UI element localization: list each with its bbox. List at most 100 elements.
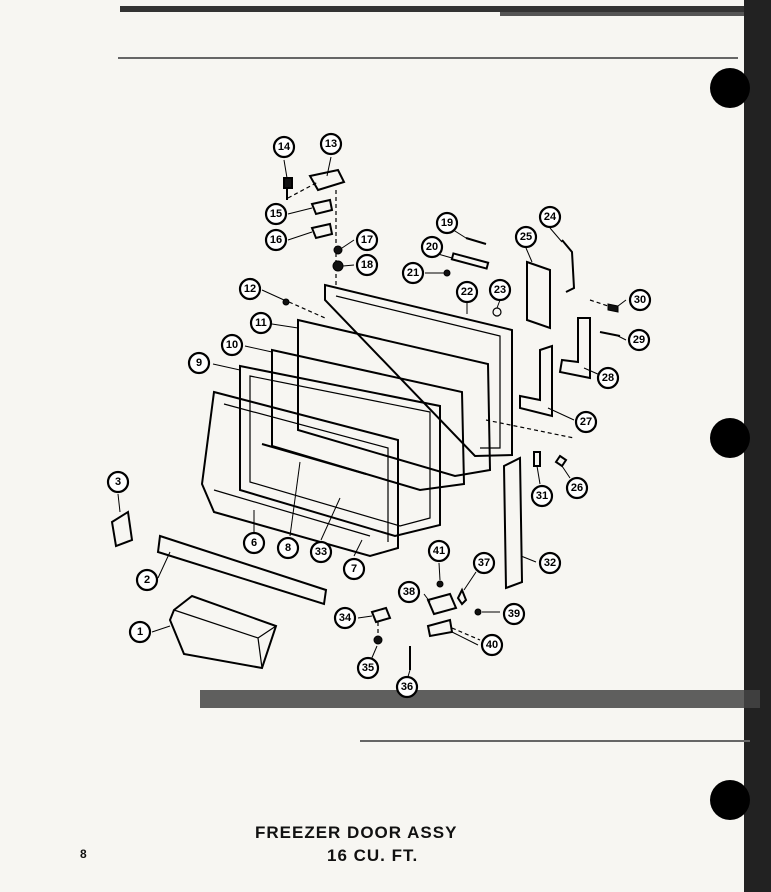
callout-circle — [596, 366, 620, 390]
callout-circle — [355, 253, 379, 277]
callout-14: 14 — [272, 135, 296, 159]
callout-number: 26 — [571, 482, 583, 494]
callout-number: 12 — [244, 283, 256, 295]
bottom-scan-band — [200, 690, 760, 708]
callout-number: 40 — [486, 639, 498, 651]
callout-circle — [514, 225, 538, 249]
callout-circle — [472, 551, 496, 575]
bushing — [333, 245, 343, 255]
callout-10: 10 — [220, 333, 244, 357]
diagram-title: FREEZER DOOR ASSY — [255, 823, 458, 842]
callout-circle — [264, 202, 288, 226]
callout-number: 33 — [315, 546, 327, 558]
callout-13: 13 — [319, 132, 343, 156]
callout-41: 41 — [427, 539, 451, 563]
callout-number: 36 — [401, 681, 413, 693]
callout-number: 25 — [520, 231, 532, 243]
callout-18: 18 — [355, 253, 379, 277]
callout-number: 23 — [494, 284, 506, 296]
callout-circle — [309, 540, 333, 564]
callout-33: 33 — [309, 540, 333, 564]
right-scan-edge — [744, 0, 771, 892]
binder-hole-top — [710, 68, 750, 108]
handle-trim — [465, 237, 487, 245]
callout-circle — [128, 620, 152, 644]
page-number: 8 — [80, 847, 87, 861]
callout-number: 27 — [580, 416, 592, 428]
hinge-spacer — [370, 606, 392, 624]
door-gasket-inner — [249, 375, 431, 527]
outer-door-right-edge — [324, 285, 513, 455]
callout-number: 30 — [634, 294, 646, 306]
callout-circle — [187, 351, 211, 375]
callout-number: 34 — [339, 612, 352, 624]
hinge-cover — [310, 222, 334, 240]
callout-number: 37 — [478, 557, 490, 569]
callout-circle — [249, 311, 273, 335]
torsion-bar — [426, 618, 454, 638]
leader-16 — [287, 231, 313, 241]
callout-circle — [272, 135, 296, 159]
callout-38: 38 — [397, 580, 421, 604]
callout-27: 27 — [574, 410, 598, 434]
callout-circle — [342, 557, 366, 581]
hinge-screw-right — [607, 303, 619, 313]
callout-28: 28 — [596, 366, 620, 390]
callout-circle — [565, 476, 589, 500]
callout-25: 25 — [514, 225, 538, 249]
callout-circle — [488, 278, 512, 302]
callout-circle — [220, 333, 244, 357]
bottom-trim — [156, 534, 328, 606]
leader-33 — [320, 497, 341, 541]
leader-8 — [289, 461, 301, 537]
callout-8: 8 — [276, 536, 300, 560]
hinge-screw-guide — [287, 181, 319, 199]
callout-circle — [538, 205, 562, 229]
door-liner-shelf — [213, 403, 389, 542]
callout-number: 9 — [196, 357, 202, 369]
callout-34: 34 — [333, 606, 357, 630]
callout-3: 3 — [106, 470, 130, 494]
callout-circle — [319, 132, 343, 156]
hinge-screw — [283, 177, 293, 200]
callout-7: 7 — [342, 557, 366, 581]
leader-28 — [583, 367, 601, 376]
leader-41 — [438, 562, 441, 581]
callout-circle — [480, 633, 504, 657]
binder-hole-middle — [710, 418, 750, 458]
binder-hole-bottom — [710, 780, 750, 820]
leader-34 — [357, 615, 373, 619]
liner-shelf-bar — [261, 443, 367, 475]
leader-18 — [342, 264, 355, 267]
callout-circle — [395, 675, 419, 699]
callout-circle — [455, 280, 479, 304]
callout-11: 11 — [249, 311, 273, 335]
callout-number: 15 — [270, 208, 282, 220]
callout-circle — [397, 580, 421, 604]
callout-19: 19 — [435, 211, 459, 235]
callout-circle — [242, 531, 266, 555]
callout-number: 14 — [278, 141, 291, 153]
washer — [554, 454, 568, 468]
outer-door-inner-edge — [335, 295, 501, 449]
leader-11 — [271, 323, 299, 329]
callout-16: 16 — [264, 228, 288, 252]
leader-2 — [157, 551, 171, 579]
callout-number: 24 — [544, 211, 557, 223]
leader-10 — [244, 345, 273, 353]
door-liner — [200, 390, 399, 558]
callout-circle — [333, 606, 357, 630]
callout-number: 6 — [251, 537, 257, 549]
leader-15 — [287, 207, 313, 215]
callout-number: 8 — [285, 542, 291, 554]
callout-number: 13 — [325, 138, 337, 150]
leader-26 — [561, 465, 571, 479]
callout-number: 41 — [433, 545, 445, 557]
hinge-bushing-lower — [456, 587, 468, 606]
side-trim — [502, 456, 524, 590]
callout-number: 1 — [137, 626, 143, 638]
callout-circle — [401, 261, 425, 285]
callout-12: 12 — [238, 277, 262, 301]
callout-2: 2 — [135, 568, 159, 592]
